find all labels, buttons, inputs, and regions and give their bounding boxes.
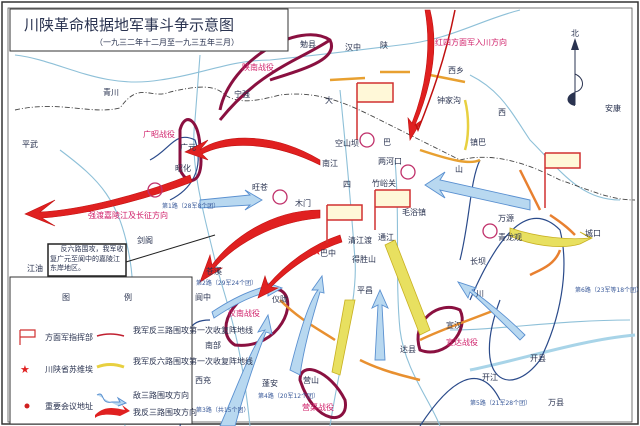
legend-item-label: 我军反六路围攻第一次收复阵地线 xyxy=(133,356,253,366)
place-label: 万县 xyxy=(548,398,564,407)
region-label: 巴 xyxy=(383,138,391,147)
place-label: 剑阁 xyxy=(137,235,153,245)
long-march-direction-label: 强渡嘉陵江及长征方向 xyxy=(88,210,168,220)
place-label: 汉中 xyxy=(345,42,361,52)
place-label: 西充 xyxy=(195,375,211,385)
yellow-line-icon xyxy=(96,363,125,369)
place-label: 开县 xyxy=(530,354,546,363)
place-label: 宁强 xyxy=(234,89,250,99)
red-arrow-icon xyxy=(95,405,130,418)
soviet-star-icon: ★ xyxy=(312,245,322,258)
enemy-route-label: 第6路（23军等18个团） xyxy=(575,286,640,294)
enemy-route-label: 第5路（21军28个团） xyxy=(470,399,531,407)
legend-item-label: 我反三路围攻方向 xyxy=(133,407,197,417)
entry-direction-label: 红四方面军入川方向 xyxy=(435,37,507,47)
place-label: 江油 xyxy=(27,263,43,273)
region-label: 山 xyxy=(455,164,463,174)
place-label: 阆中 xyxy=(195,292,211,302)
north-arrow-icon xyxy=(567,38,583,106)
svg-text:例: 例 xyxy=(124,292,132,302)
north-label: 北 xyxy=(571,29,579,38)
place-label: 长坝 xyxy=(470,256,486,266)
place-label: 蓬安 xyxy=(262,378,278,388)
battle-label: 营渠战役 xyxy=(302,402,334,412)
command-flags xyxy=(326,82,581,243)
star-icon: ★ xyxy=(20,363,30,376)
province-boundary xyxy=(14,86,636,201)
legend-item-label: 重要会议地址 xyxy=(45,401,93,411)
place-label: 安康 xyxy=(605,103,621,113)
place-label: 宣汉 xyxy=(446,320,462,330)
legend-item-label: 川陕省苏维埃 xyxy=(45,364,93,374)
svg-text:图: 图 xyxy=(62,293,70,302)
battle-label: 广昭战役 xyxy=(143,129,175,139)
place-label: 西乡 xyxy=(448,66,464,75)
region-label: 陕 xyxy=(380,40,388,50)
place-label: 得胜山 xyxy=(352,254,376,264)
note-box: 反六路围攻，我军收复广元至阆中的嘉陵江东岸地区。 xyxy=(47,234,216,277)
place-label: 青川 xyxy=(103,87,119,97)
place-label: 广元 xyxy=(180,142,196,152)
place-label: 营山 xyxy=(303,375,319,385)
place-label: 苍溪 xyxy=(206,266,222,276)
place-label: 毛浴镇 xyxy=(402,207,426,217)
region-label: 大 xyxy=(325,95,333,105)
place-label: 木门 xyxy=(295,198,311,208)
region-label: 川 xyxy=(476,289,484,298)
place-label: 两河口 xyxy=(378,156,402,166)
place-label: 昭化 xyxy=(175,163,191,173)
yellow-arrows xyxy=(331,227,593,376)
command-flag-icon xyxy=(19,329,36,345)
place-label: 仪陇 xyxy=(272,294,288,304)
place-label: 旺苍 xyxy=(252,182,268,192)
red-counterattack-arrows xyxy=(24,9,456,299)
dot-icon xyxy=(24,403,30,409)
place-label: 空山坝 xyxy=(335,138,359,148)
place-label: 平昌 xyxy=(357,286,373,295)
place-label: 平武 xyxy=(22,139,38,149)
enemy-route-label: 第2路（29军24个团） xyxy=(196,279,257,287)
place-label: 青龙观 xyxy=(498,232,522,242)
enemy-route-label: 第3路（共15个团） xyxy=(196,406,249,414)
legend-item-label: 敌三路围攻方向 xyxy=(133,390,189,400)
place-label: 城口 xyxy=(585,229,601,238)
place-label: 开江 xyxy=(482,373,498,382)
meeting-site-markers xyxy=(147,132,498,239)
place-label: 巴中 xyxy=(320,248,336,258)
region-label: 四 xyxy=(343,180,351,189)
place-label: 南江 xyxy=(322,158,338,168)
red-line-icon xyxy=(96,333,125,337)
map-title: 川陕革命根据地军事斗争示意图 xyxy=(24,16,234,34)
region-label: 西 xyxy=(498,108,506,117)
place-label: 镇巴 xyxy=(470,137,486,147)
map-subtitle: （一九三二年十二月至一九三五年三月） xyxy=(95,37,239,47)
blue-arrow-icon xyxy=(96,393,128,407)
note-text: 反六路围攻，我军收复广元至阆中的嘉陵江东岸地区。 xyxy=(50,245,124,272)
place-label: 竹峪关 xyxy=(372,178,396,188)
battle-label: 陕南战役 xyxy=(242,62,274,72)
enemy-route-label: 第4路（20军12个团） xyxy=(258,392,319,400)
place-label: 达县 xyxy=(400,344,416,354)
place-label: 通江 xyxy=(378,232,394,242)
place-label: 勉县 xyxy=(300,39,316,49)
place-label: 南部 xyxy=(205,340,221,350)
place-label: 钟家沟 xyxy=(437,95,461,105)
legend-item-label: 方面军指挥部 xyxy=(45,332,93,342)
enemy-route-label: 第1路（28军8个团） xyxy=(162,202,219,210)
place-label: 万源 xyxy=(498,214,514,223)
battle-label: 宣达战役 xyxy=(446,337,478,347)
place-label: 清江渡 xyxy=(348,235,372,245)
legend-item-label: 我军反三路围攻第一次收复阵地线 xyxy=(133,325,253,335)
battle-label: 仪南战役 xyxy=(228,308,260,318)
